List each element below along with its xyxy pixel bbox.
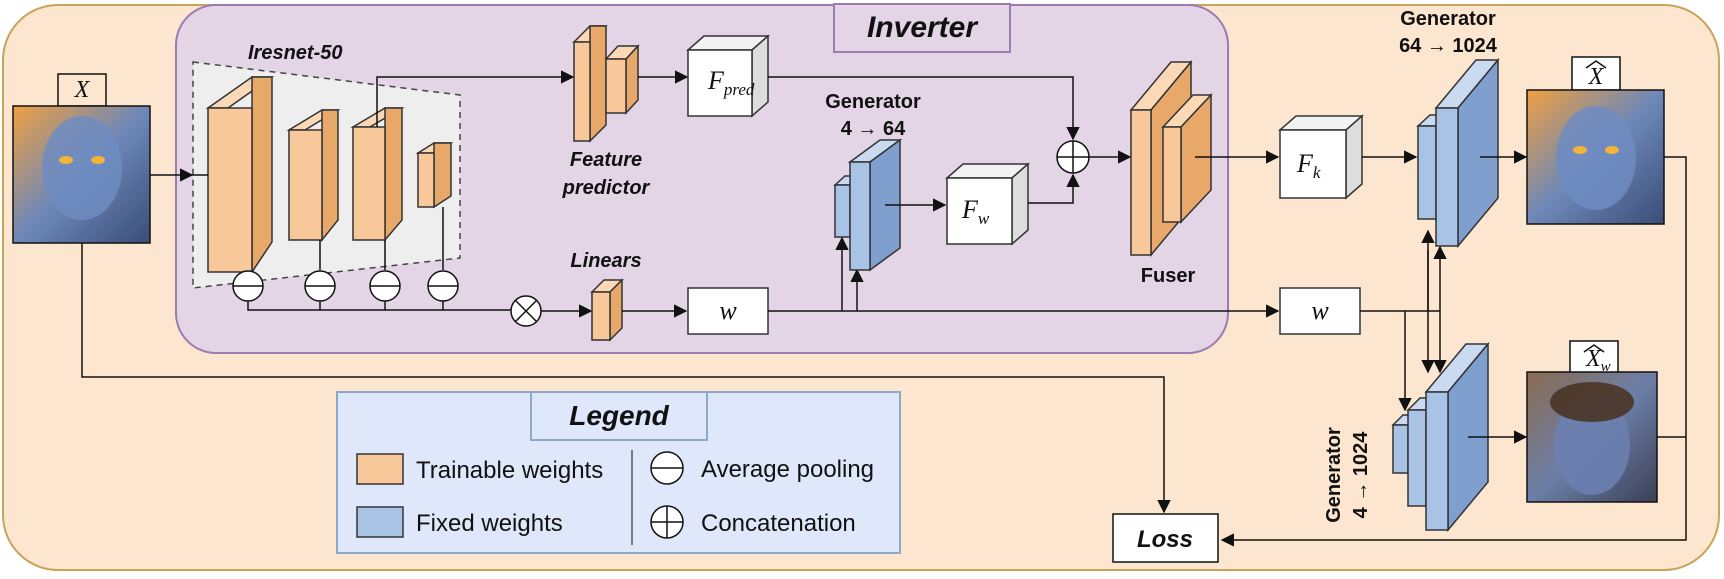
iresnet-block-1 <box>205 76 275 275</box>
legend-trainable-swatch <box>356 453 404 485</box>
inverter-title-box <box>833 3 1011 53</box>
w-inner-label: w <box>719 296 737 325</box>
avg-pool-1 <box>232 270 264 302</box>
legend-concat-icon <box>650 505 684 539</box>
loss-box <box>1112 513 1219 563</box>
loss-label: Loss <box>1137 526 1193 553</box>
legend-fixed-swatch <box>356 506 404 538</box>
avg-pool-3 <box>369 270 401 302</box>
legend-pool-label: Average pooling <box>701 456 874 483</box>
fk-cube <box>1278 114 1364 200</box>
legend-title: Legend <box>569 400 669 431</box>
svg-text:4 → 1024: 4 → 1024 <box>1350 431 1372 519</box>
feature-predictor-label-2: predictor <box>562 177 651 199</box>
output-bottom-hat <box>1583 344 1605 353</box>
multiply-node <box>510 295 542 327</box>
legend-title-box <box>530 391 708 441</box>
fpred-label: Fpred <box>707 66 755 99</box>
iresnet-title: Iresnet-50 <box>248 42 343 64</box>
line-input-to-loss <box>81 243 1171 514</box>
legend-pool-icon <box>650 451 684 485</box>
fw-label: Fw <box>961 195 990 228</box>
gen-top-label-1: Generator <box>1400 8 1496 30</box>
avg-pool-2 <box>304 270 336 302</box>
gen-top-block <box>1416 57 1500 249</box>
gen-top-label-2: 64 → 1024 <box>1399 35 1498 57</box>
iresnet-block-4 <box>415 142 454 209</box>
inverter-title: Inverter <box>867 11 979 44</box>
fk-label: Fk <box>1296 149 1321 182</box>
output-top-image <box>1526 89 1665 225</box>
legend-fixed-label: Fixed weights <box>416 510 563 537</box>
pooling-lines <box>247 207 511 311</box>
svg-text:Generator: Generator <box>1323 427 1345 523</box>
fw-cube <box>945 162 1030 246</box>
concat-node <box>1056 140 1090 174</box>
iresnet-block-3 <box>350 107 405 243</box>
iresnet-block-2 <box>286 109 341 243</box>
w-outer-label: w <box>1311 296 1329 325</box>
gen-small-label-1: Generator <box>825 91 921 113</box>
gen-bottom-label: Generator 4 → 1024 <box>1323 427 1372 523</box>
arrow-to-feature-predictor <box>376 70 575 127</box>
arrow-fw-to-concat <box>1028 173 1080 204</box>
output-top-label: X <box>1588 64 1605 90</box>
gen-small-block <box>833 138 903 272</box>
fpred-cube <box>686 34 770 118</box>
linears-block <box>590 278 624 342</box>
arrow-fpred-to-concat <box>768 76 1080 141</box>
input-image <box>12 105 151 244</box>
legend-concat-label: Concatenation <box>701 510 856 537</box>
output-bottom-label: Xw <box>1585 346 1611 375</box>
output-bottom-image <box>1526 371 1658 503</box>
legend-trainable-label: Trainable weights <box>416 457 603 484</box>
input-label: X <box>74 77 91 103</box>
w-inner-box <box>687 287 769 335</box>
fuser-label: Fuser <box>1141 265 1196 287</box>
w-outer-connections <box>1360 229 1447 412</box>
output-top-hat <box>1585 60 1607 69</box>
feature-predictor-block <box>572 25 640 143</box>
output-top-label-box <box>1571 56 1621 91</box>
gen-small-label-2: 4 → 64 <box>841 118 906 140</box>
w-outer-box <box>1279 287 1361 335</box>
feature-predictor-label-1: Feature <box>570 149 642 171</box>
linears-label: Linears <box>570 250 641 272</box>
fuser-block <box>1129 59 1213 258</box>
avg-pool-4 <box>427 270 459 302</box>
line-outputs-to-loss <box>1220 156 1687 547</box>
